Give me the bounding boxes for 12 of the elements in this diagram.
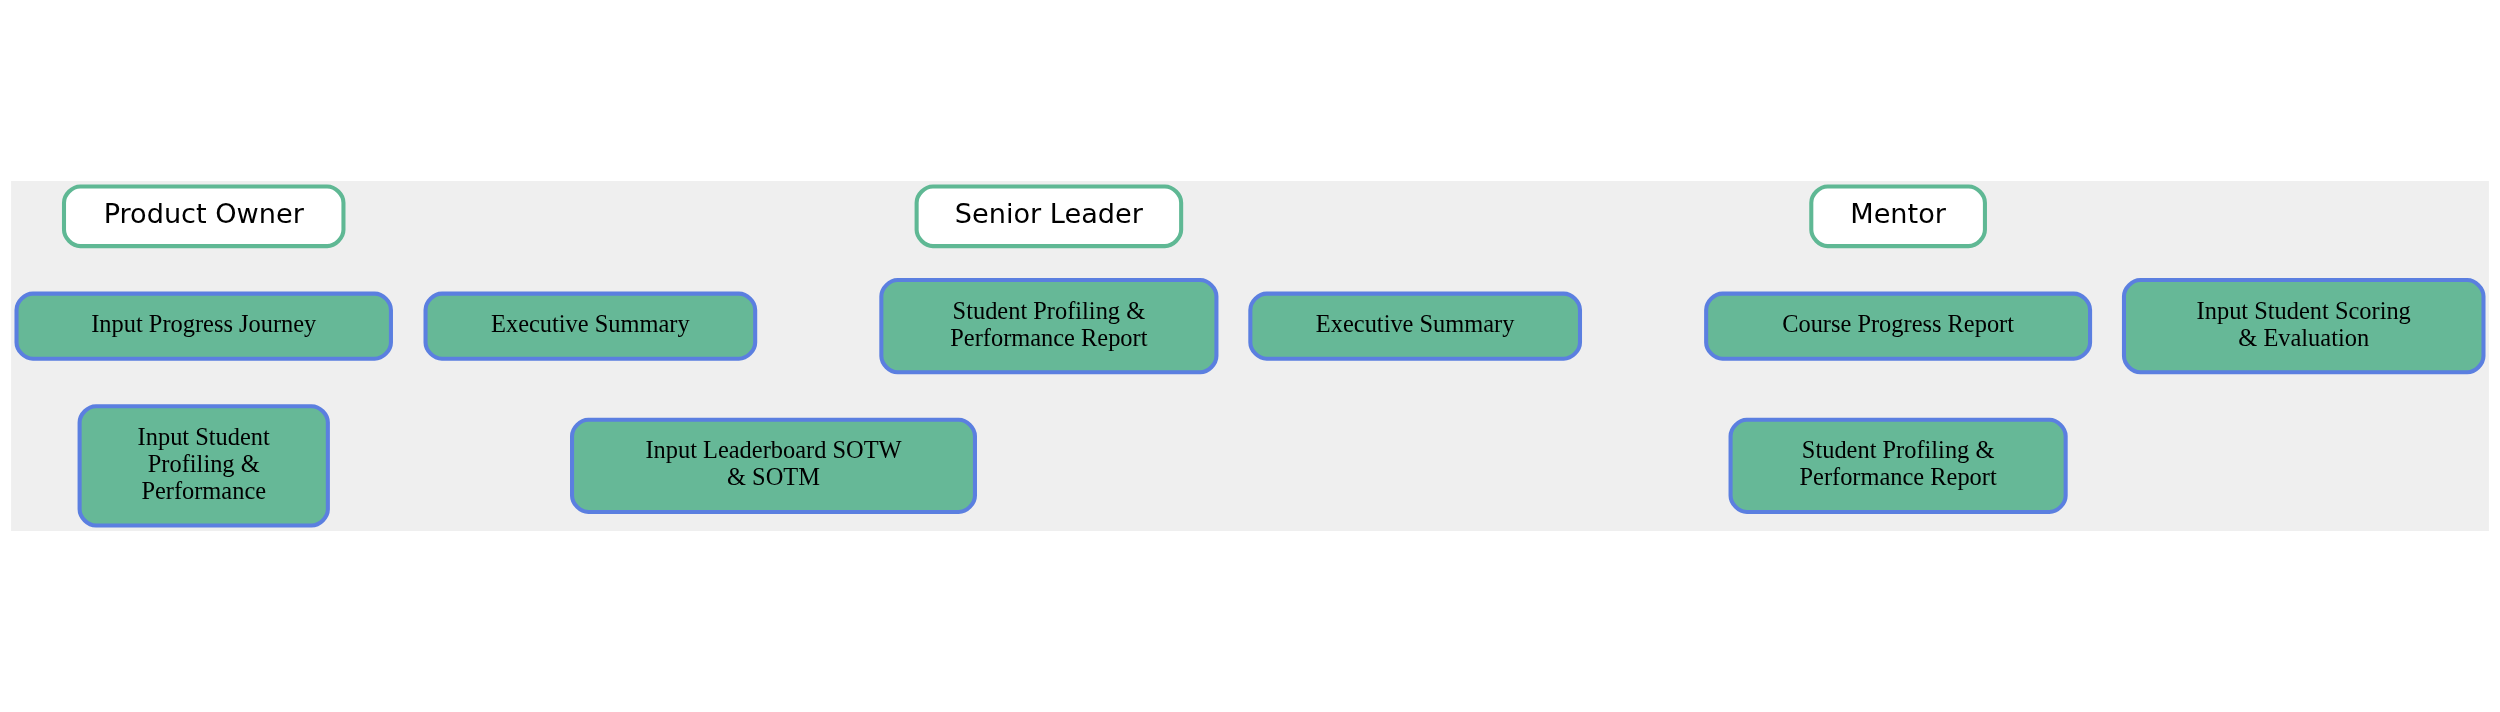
node-box: Product Owner [61,184,346,249]
node-box: Student Profiling & Performance Report [1728,417,2068,515]
node-box: Executive Summary [1248,291,1583,361]
node-box: Mentor [1809,184,1987,249]
node-box: Student Profiling & Performance Report [879,278,1219,375]
node-box: Input Student Scoring & Evaluation [2121,278,2486,375]
node-box: Senior Leader [914,184,1184,249]
node-box: Input Leaderboard SOTW & SOTM [570,417,977,515]
node-box: Input Student Profiling & Performance [77,404,330,528]
node-box: Course Progress Report [1704,291,2093,361]
node-box: Executive Summary [423,291,758,361]
node-box: Input Progress Journey [14,291,393,361]
